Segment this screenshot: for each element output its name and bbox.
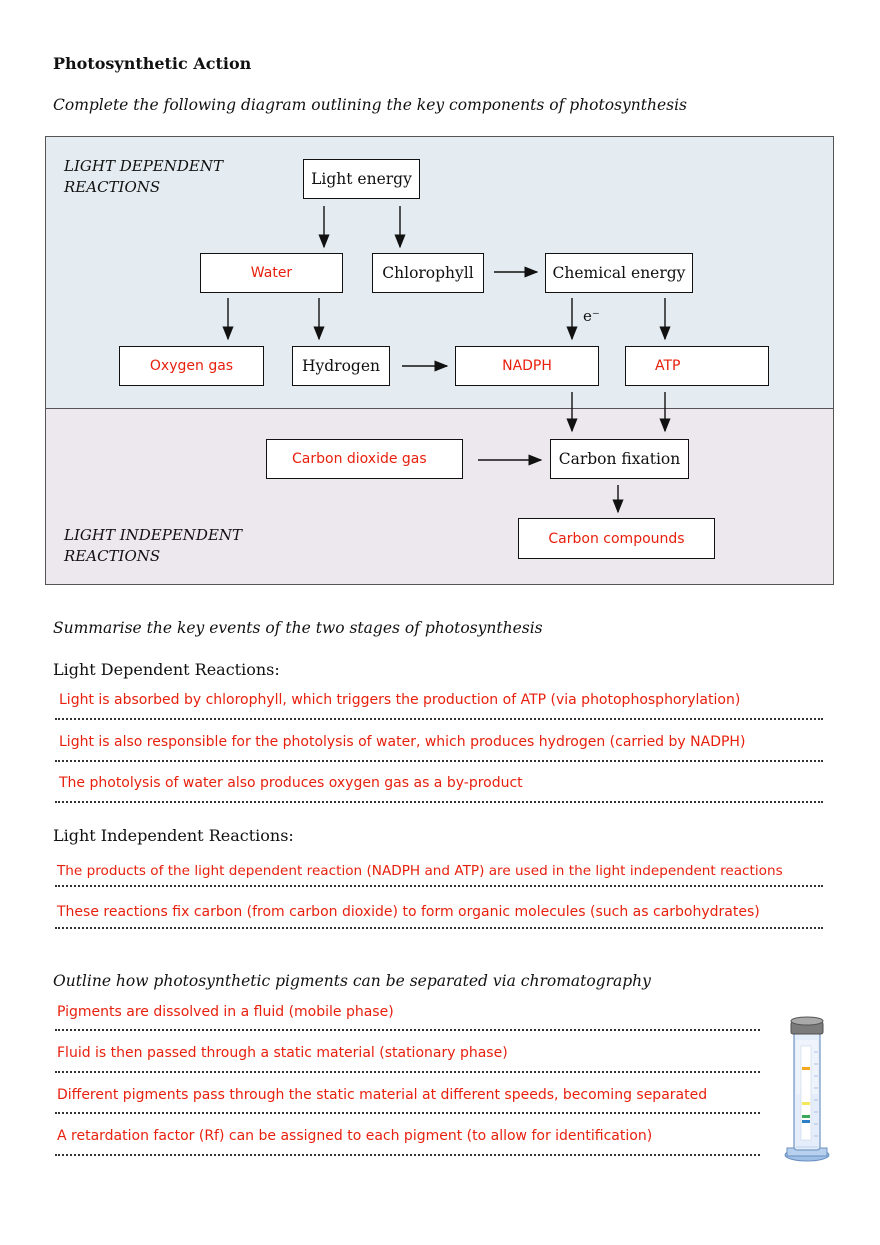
chemical-energy-box: Chemical energy	[545, 253, 693, 293]
diagram-instruction: Complete the following diagram outlining…	[53, 96, 688, 114]
lir-answer-1: The products of the light dependent reac…	[57, 863, 783, 879]
answer-line	[55, 698, 823, 720]
lir-answer-2: These reactions fix carbon (from carbon …	[57, 904, 760, 920]
chromatography-answer-4: A retardation factor (Rf) can be assigne…	[57, 1128, 653, 1144]
answer-line	[55, 865, 823, 887]
light-independent-label: LIGHT INDEPENDENT REACTIONS	[64, 526, 243, 565]
page-title: Photosynthetic Action	[53, 54, 252, 73]
chromatography-answer-1: Pigments are dissolved in a fluid (mobil…	[57, 1004, 394, 1020]
ldr-heading: Light Dependent Reactions:	[53, 660, 280, 679]
hydrogen-box: Hydrogen	[292, 346, 390, 386]
carbon-dioxide-box: Carbon dioxide gas	[266, 439, 463, 479]
answer-line	[55, 740, 823, 762]
ldr-answer-1: Light is absorbed by chlorophyll, which …	[59, 692, 741, 708]
chromatography-cylinder-icon	[784, 1016, 830, 1162]
light-dependent-label: LIGHT DEPENDENT REACTIONS	[64, 157, 223, 196]
answer-line	[55, 1051, 760, 1073]
light-energy-box: Light energy	[303, 159, 420, 199]
atp-box: ATP	[625, 346, 769, 386]
ldr-answer-2: Light is also responsible for the photol…	[59, 734, 746, 750]
nadph-box: NADPH	[455, 346, 599, 386]
chromatography-instruction: Outline how photosynthetic pigments can …	[53, 972, 651, 990]
chromatography-answer-2: Fluid is then passed through a static ma…	[57, 1045, 508, 1061]
electron-label: e⁻	[583, 307, 600, 325]
chromatography-answer-3: Different pigments pass through the stat…	[57, 1087, 708, 1103]
chlorophyll-box: Chlorophyll	[372, 253, 484, 293]
answer-line	[55, 1092, 760, 1114]
answer-line	[55, 1009, 760, 1031]
water-box: Water	[200, 253, 343, 293]
answer-line	[55, 781, 823, 803]
lir-heading: Light Independent Reactions:	[53, 826, 294, 845]
oxygen-gas-box: Oxygen gas	[119, 346, 264, 386]
answer-line	[55, 907, 823, 929]
carbon-fixation-box: Carbon fixation	[550, 439, 689, 479]
summary-instruction: Summarise the key events of the two stag…	[53, 619, 543, 637]
answer-line	[55, 1134, 760, 1156]
ldr-answer-3: The photolysis of water also produces ox…	[59, 775, 523, 791]
carbon-compounds-box: Carbon compounds	[518, 518, 715, 559]
